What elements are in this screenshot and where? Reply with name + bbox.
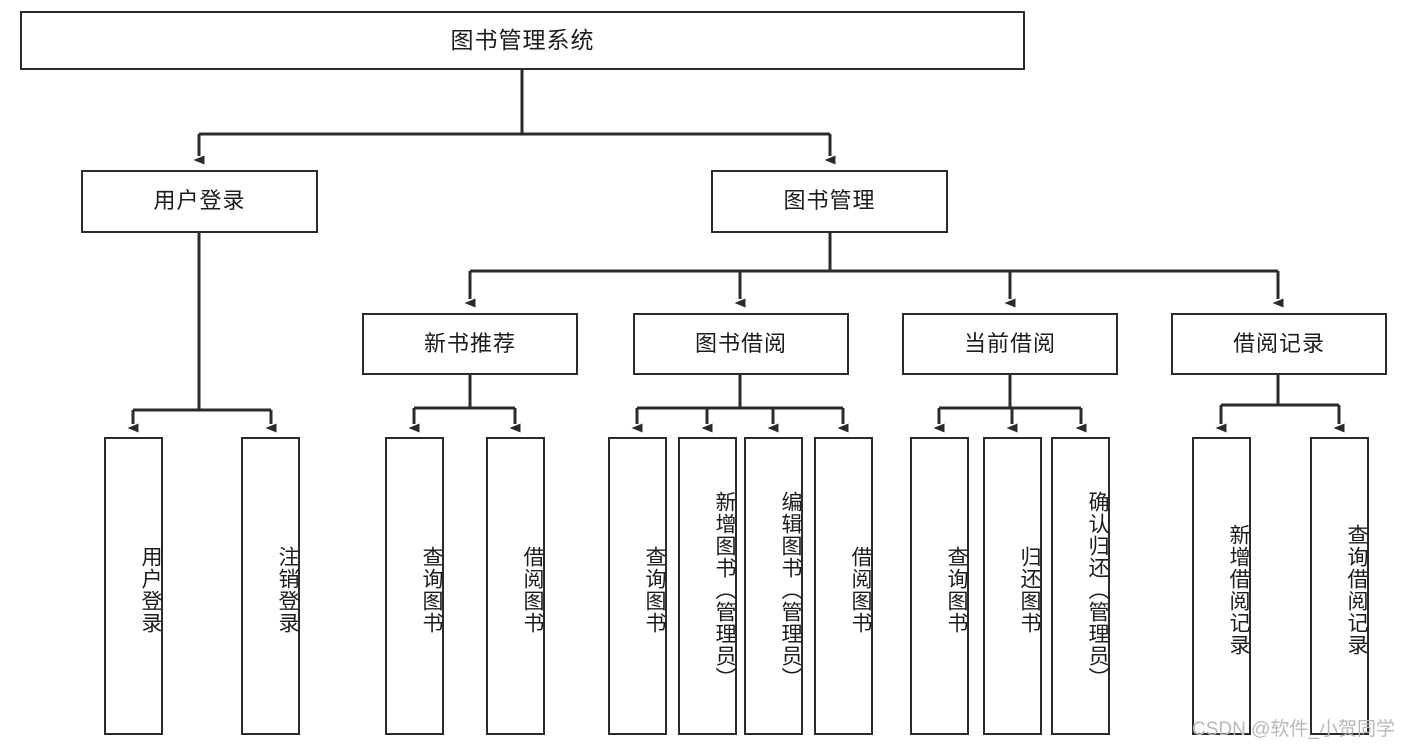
node-leaf-query-book-2[interactable]: 查询图书 <box>608 437 667 735</box>
node-new-book-recommend-label: 新书推荐 <box>423 330 516 356</box>
node-book-manage-label: 图书管理 <box>783 188 876 214</box>
node-leaf-query-book-1[interactable]: 查询图书 <box>385 437 444 735</box>
node-leaf-confirm-return-admin[interactable]: 确认归还（管理员） <box>1051 437 1110 735</box>
node-leaf-borrow-book-2[interactable]: 借阅图书 <box>814 437 873 735</box>
node-leaf-add-book-admin-label: 新增图书（管理员） <box>713 491 736 689</box>
node-borrow-record-label: 借阅记录 <box>1232 330 1325 356</box>
node-leaf-borrow-book-1[interactable]: 借阅图书 <box>486 437 545 735</box>
node-book-borrow[interactable]: 图书借阅 <box>633 313 849 375</box>
node-leaf-confirm-return-admin-label: 确认归还（管理员） <box>1086 491 1109 689</box>
node-leaf-borrow-book-1-label: 借阅图书 <box>521 546 544 634</box>
node-book-borrow-label: 图书借阅 <box>694 330 787 356</box>
node-leaf-logout-login[interactable]: 注销登录 <box>241 437 300 735</box>
node-current-borrow-label: 当前借阅 <box>963 330 1056 356</box>
node-root-system[interactable]: 图书管理系统 <box>20 11 1025 70</box>
node-leaf-user-login[interactable]: 用户登录 <box>104 437 163 735</box>
node-leaf-add-book-admin[interactable]: 新增图书（管理员） <box>678 437 737 735</box>
node-borrow-record[interactable]: 借阅记录 <box>1171 313 1387 375</box>
node-book-manage[interactable]: 图书管理 <box>711 170 948 233</box>
node-leaf-query-book-3[interactable]: 查询图书 <box>910 437 969 735</box>
node-leaf-edit-book-admin-label: 编辑图书（管理员） <box>779 491 802 689</box>
node-root-label: 图书管理系统 <box>450 26 595 53</box>
node-leaf-borrow-book-2-label: 借阅图书 <box>849 546 872 634</box>
node-new-book-recommend[interactable]: 新书推荐 <box>362 313 578 375</box>
node-user-login[interactable]: 用户登录 <box>81 170 318 233</box>
node-user-login-label: 用户登录 <box>153 188 246 214</box>
node-leaf-query-book-1-label: 查询图书 <box>420 546 443 634</box>
node-leaf-query-book-2-label: 查询图书 <box>643 546 666 634</box>
node-leaf-query-borrow-record[interactable]: 查询借阅记录 <box>1310 437 1369 735</box>
node-leaf-user-login-label: 用户登录 <box>139 546 162 634</box>
node-current-borrow[interactable]: 当前借阅 <box>902 313 1118 375</box>
node-leaf-return-book[interactable]: 归还图书 <box>983 437 1042 735</box>
node-leaf-add-borrow-record[interactable]: 新增借阅记录 <box>1192 437 1251 735</box>
node-leaf-query-book-3-label: 查询图书 <box>945 546 968 634</box>
node-leaf-add-borrow-record-label: 新增借阅记录 <box>1227 524 1250 656</box>
node-leaf-return-book-label: 归还图书 <box>1018 546 1041 634</box>
node-leaf-query-borrow-record-label: 查询借阅记录 <box>1345 524 1368 656</box>
node-leaf-edit-book-admin[interactable]: 编辑图书（管理员） <box>744 437 803 735</box>
csdn-watermark: CSDN @软件_小贺同学 <box>1192 719 1395 740</box>
node-leaf-logout-login-label: 注销登录 <box>276 546 299 634</box>
